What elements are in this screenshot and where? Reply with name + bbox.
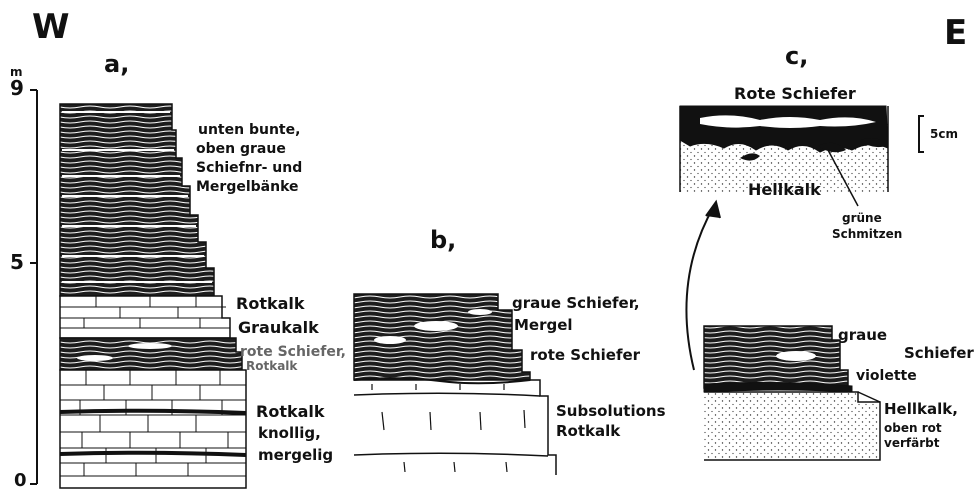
scale-label-5: 5: [10, 252, 24, 272]
a-graukalk: Graukalk: [238, 320, 319, 336]
b-mergel: Mergel: [514, 318, 573, 333]
a-rote-schiefer: rote Schiefer,: [240, 345, 346, 359]
a-annotation-line4: Mergelbänke: [196, 180, 299, 194]
a-annotation-line2: oben graue: [196, 142, 286, 156]
a-rotkalk-lower: Rotkalk: [256, 404, 325, 420]
west-label: W: [32, 10, 70, 44]
vertical-ticks: [372, 384, 525, 472]
a-rote-schiefer-rotkalk: Rotkalk: [246, 360, 297, 372]
c-gruene: grüne: [842, 212, 882, 224]
vertical-scale: [30, 90, 37, 484]
rotkalk-knollig-beds: [60, 370, 246, 488]
lens: [414, 321, 458, 331]
scale-label-0: 0: [14, 472, 27, 490]
lens: [374, 336, 406, 344]
a-rotkalk-upper: Rotkalk: [236, 296, 305, 312]
a-knollig: knollig,: [258, 426, 321, 441]
c-verfaerbt: verfärbt: [884, 437, 939, 449]
c-graue: graue: [838, 328, 887, 343]
c-hellkalk-lower: Hellkalk,: [884, 402, 958, 417]
panel-c-label: c,: [785, 44, 808, 68]
panel-b-label: b,: [430, 228, 456, 252]
lens: [77, 355, 113, 361]
rote-schiefer-zone: [60, 338, 242, 370]
shale-marl-beds: [60, 104, 214, 296]
b-rotkalk: Rotkalk: [556, 424, 620, 439]
section-c-column: [704, 326, 880, 460]
panel-a-label: a,: [104, 52, 129, 76]
subsolutions-rotkalk-beds: [530, 380, 556, 475]
a-mergelig: mergelig: [258, 448, 333, 463]
lens: [776, 351, 816, 361]
c-violette: violette: [856, 369, 917, 383]
a-annotation-line3: Schiefnr- und: [196, 161, 302, 175]
c-rote-schiefer: Rote Schiefer: [734, 86, 856, 102]
b-rote-schiefer: rote Schiefer: [530, 348, 640, 363]
scale-bar-5cm: [919, 116, 924, 152]
c-hellkalk: Hellkalk: [748, 182, 821, 198]
a-annotation-line1: unten bunte,: [198, 123, 300, 137]
rotkalk-graukalk-beds: [60, 296, 230, 338]
c-scale-bar-label: 5cm: [930, 128, 958, 140]
east-label: E: [944, 16, 967, 50]
b-graue-schiefer: graue Schiefer,: [512, 296, 640, 311]
c-schmitzen: Schmitzen: [832, 228, 902, 240]
hellkalk-block: [704, 392, 880, 460]
c-oben-rot: oben rot: [884, 422, 942, 434]
lens: [468, 309, 492, 315]
b-subsolutions: Subsolutions: [556, 404, 666, 419]
scale-label-9: 9: [10, 78, 24, 98]
graue-schiefer-beds-c: [704, 326, 848, 388]
lens: [128, 343, 172, 349]
c-schiefer: Schiefer: [904, 346, 974, 361]
